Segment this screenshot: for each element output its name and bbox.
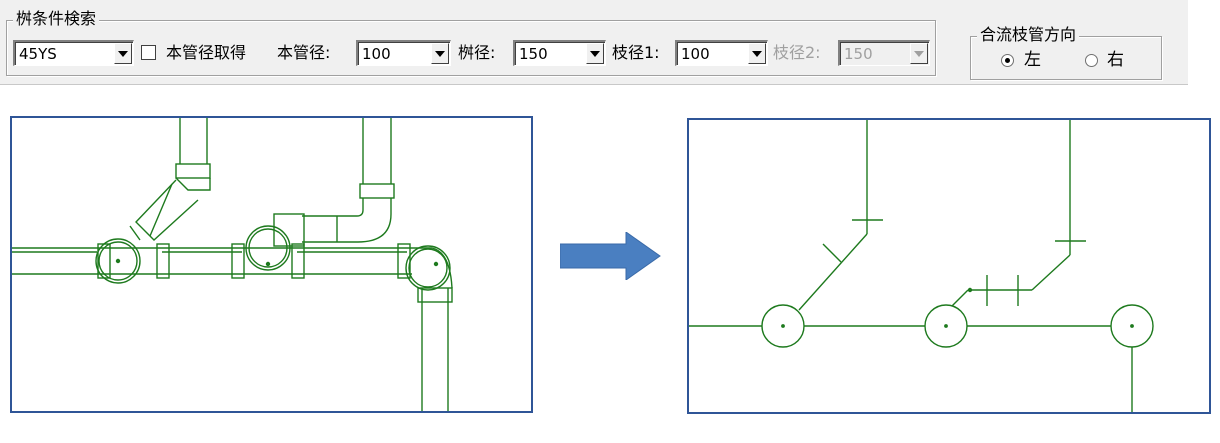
schematic-view: [687, 118, 1211, 414]
masu-search-group: 桝条件検索: [6, 9, 936, 76]
main-pipe-size-checkbox-label: 本管径取得: [166, 43, 247, 62]
detailed-pipe-drawing: [12, 118, 453, 411]
type-combo-dropdown-icon[interactable]: [114, 43, 132, 64]
merge-direction-legend: 合流枝管方向: [977, 25, 1080, 45]
main-pipe-dropdown-icon[interactable]: [431, 43, 449, 64]
type-combo-value: 45YS: [19, 45, 57, 63]
masu-size-label: 桝径:: [458, 43, 496, 62]
branch2-dropdown-icon: [910, 43, 928, 64]
transform-arrow-icon: [560, 232, 661, 280]
masu-size-dropdown-icon[interactable]: [586, 43, 604, 64]
masu-size-value: 150: [519, 45, 548, 63]
branch2-combo: 150: [838, 40, 930, 66]
branch1-dropdown-icon[interactable]: [748, 43, 766, 64]
masu-search-legend: 桝条件検索: [13, 9, 100, 29]
type-combo[interactable]: 45YS: [13, 40, 134, 66]
branch1-label: 枝径1:: [612, 43, 660, 62]
branch1-value: 100: [681, 45, 710, 63]
main-pipe-value: 100: [362, 45, 391, 63]
direction-right-label: 右: [1107, 50, 1124, 70]
branch2-value: 150: [844, 45, 873, 63]
branch2-label: 枝径2:: [773, 43, 821, 62]
merge-direction-group: 合流枝管方向: [970, 25, 1162, 80]
schematic-drawing: [689, 120, 1154, 412]
branch1-combo[interactable]: 100: [675, 40, 768, 66]
main-pipe-size-checkbox[interactable]: [141, 45, 156, 60]
direction-right-radio[interactable]: [1085, 54, 1098, 67]
direction-left-radio[interactable]: [1001, 54, 1014, 67]
radio-selected-dot: [1005, 58, 1010, 63]
main-pipe-combo[interactable]: 100: [356, 40, 451, 66]
detailed-pipe-view: [10, 116, 533, 413]
toolbar: 桝条件検索 45YS 本管径取得 本管径: 100 桝径: 150 枝径1: 1…: [0, 0, 1188, 85]
masu-size-combo[interactable]: 150: [513, 40, 606, 66]
direction-left-label: 左: [1024, 50, 1041, 70]
main-pipe-label: 本管径:: [277, 43, 331, 62]
